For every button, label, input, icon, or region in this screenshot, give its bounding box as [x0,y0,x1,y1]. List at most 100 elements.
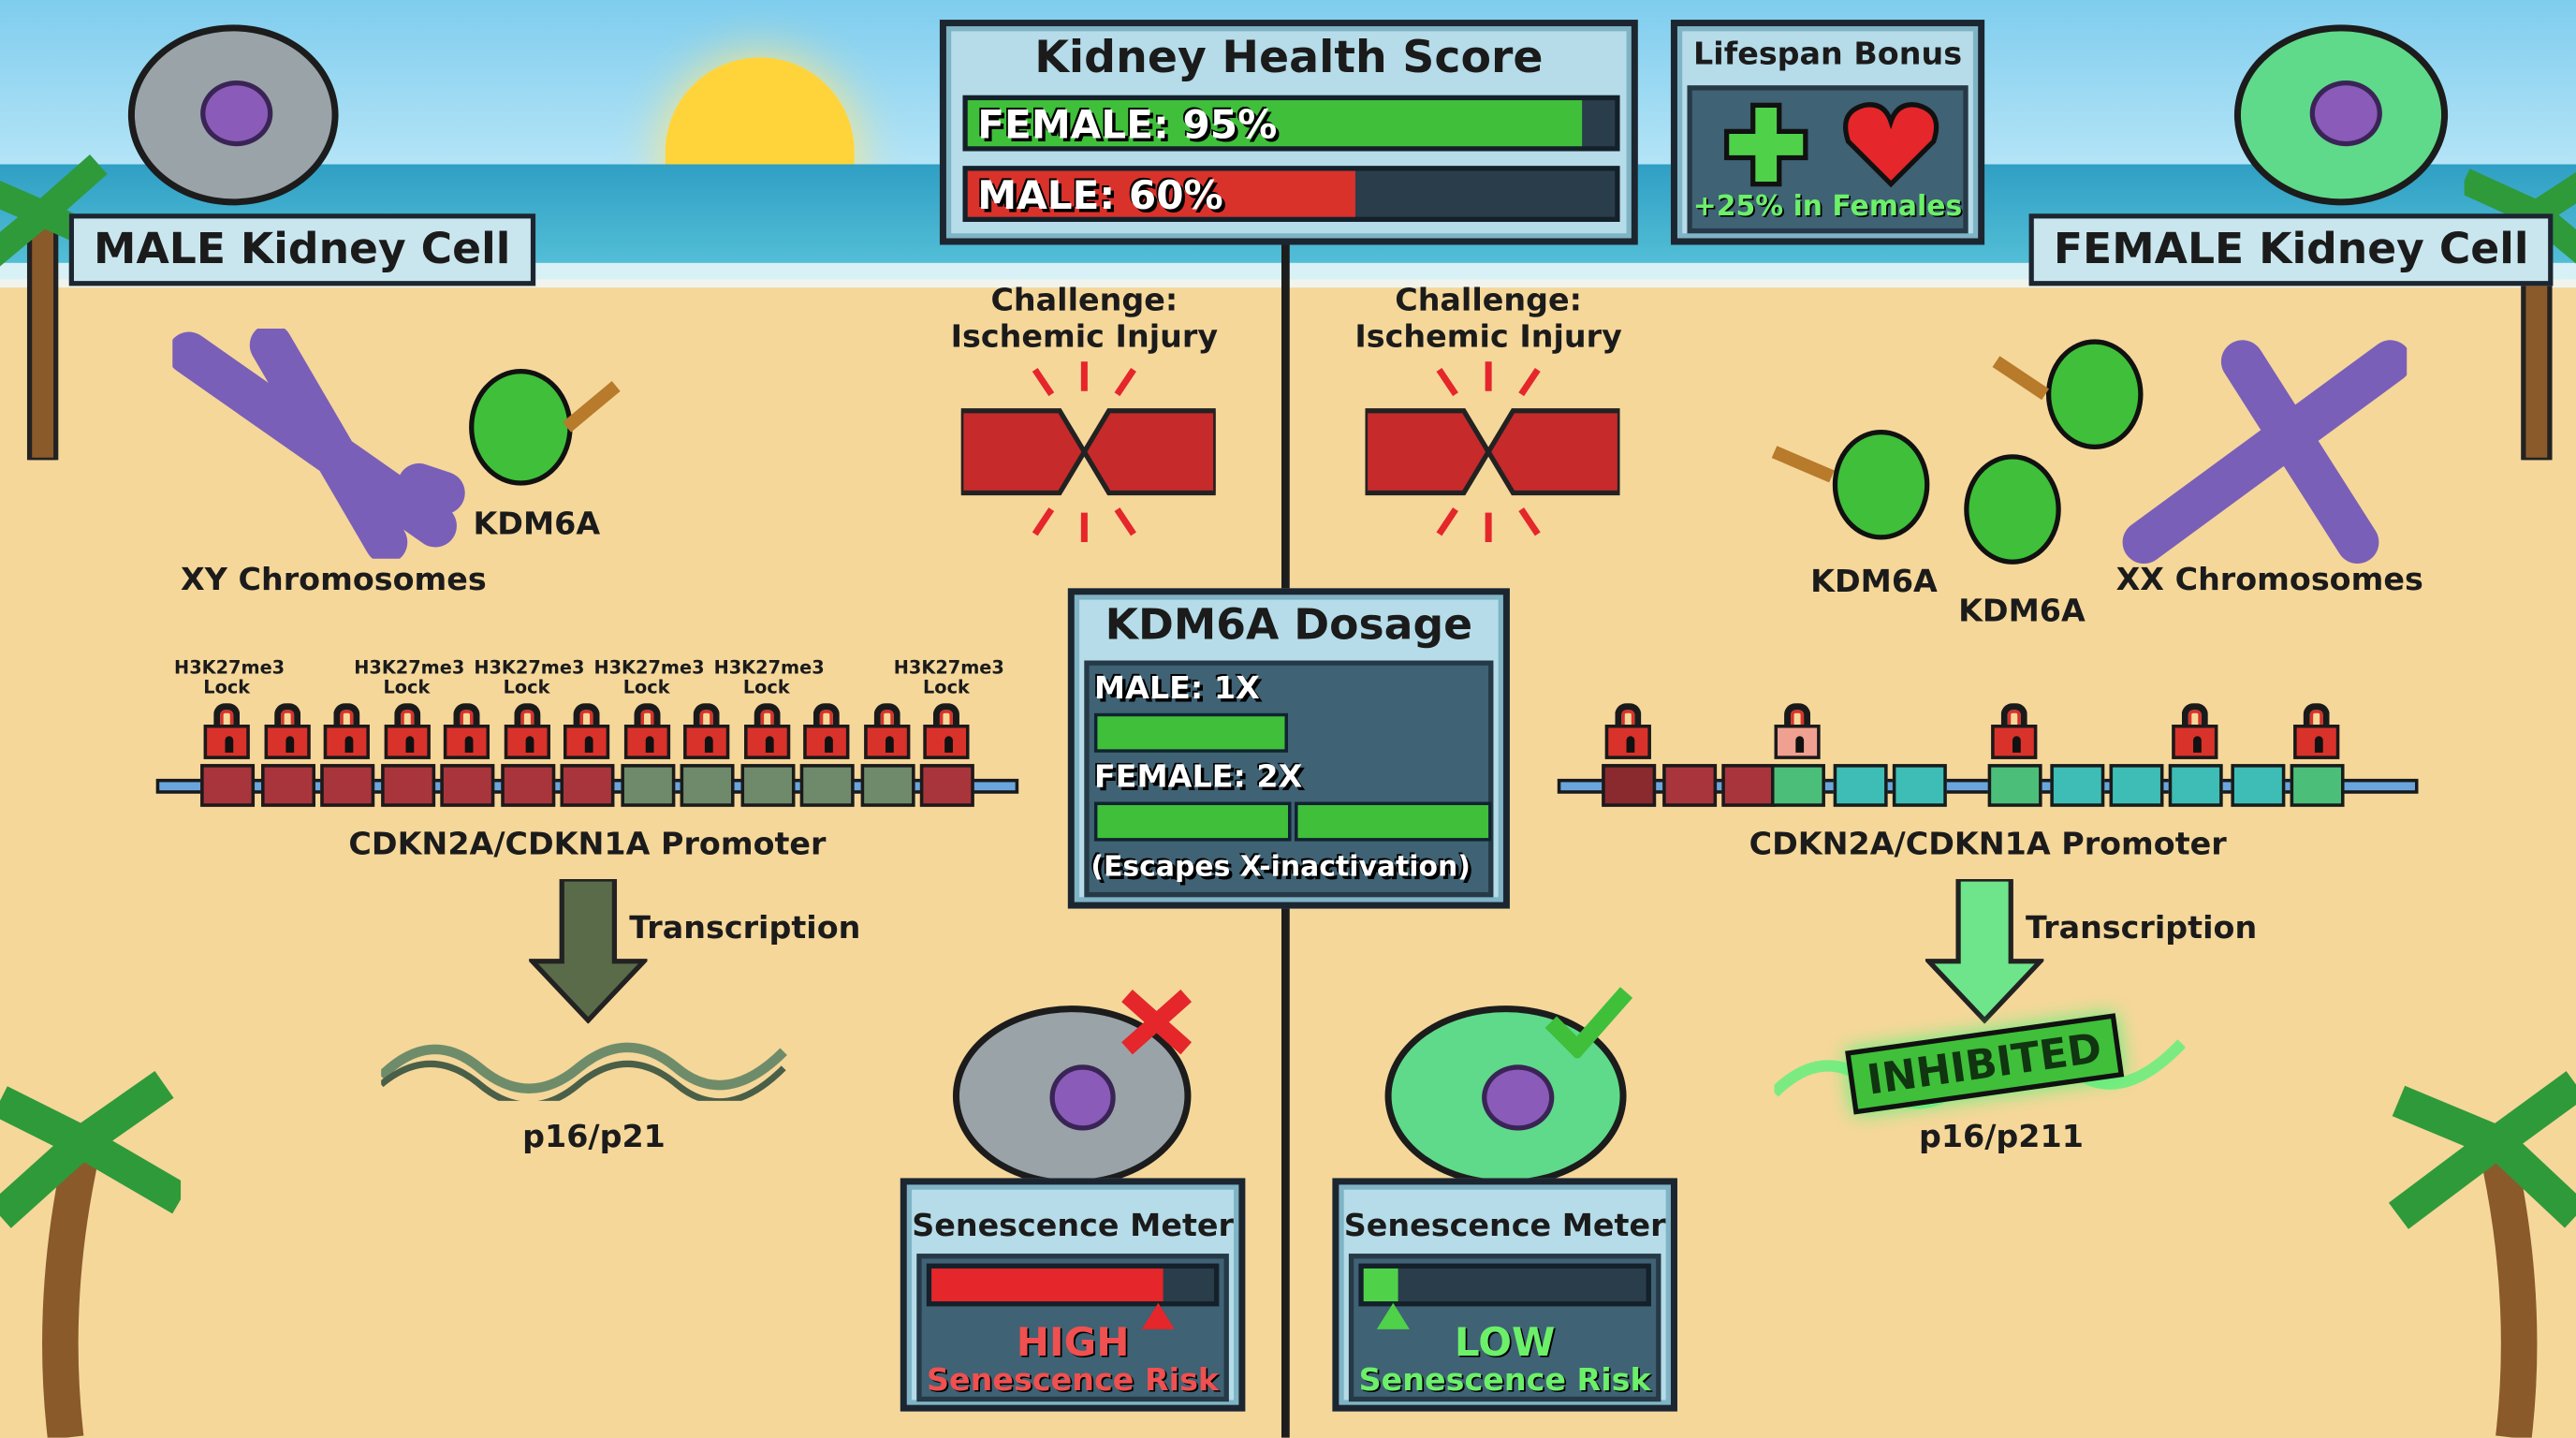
panel-title: Kidney Health Score [1034,33,1544,84]
lock-label-line: Lock [203,677,251,698]
male-promoter-label: CDKN2A/CDKN1A Promoter [348,826,827,863]
female-health-bar: FEMALE: 95% [962,95,1620,152]
promoter-segment [380,764,435,807]
female-cell-label: FEMALE Kidney Cell [2028,213,2554,286]
promoter-segment [1987,764,2042,807]
challenge-line: Ischemic Injury [1354,318,1622,356]
lock-label-line: Lock [383,677,431,698]
female-dosage-unit [1295,801,1492,842]
promoter-segment [1892,764,1947,807]
injured-vessel-icon [960,361,1216,543]
male-gene-label: p16/p21 [522,1119,666,1155]
injured-vessel-icon [1365,361,1620,543]
lock-label-line: H3K27me3 [593,657,705,679]
promoter-segment [2050,764,2105,807]
promoter-segment [1662,764,1718,807]
plus-icon [1723,102,1808,187]
kdm6a-enzyme-icon [1832,429,1930,540]
promoter-segment [2290,764,2345,807]
kdm6a-dosage-panel: KDM6A Dosage MALE: 1X FEMALE: 2X (Escape… [1067,588,1510,909]
panel-title: KDM6A Dosage [1105,601,1473,652]
kidney-health-score-panel: Kidney Health Score FEMALE: 95% MALE: 60… [939,20,1638,245]
male-transcription-arrow-icon [529,878,648,1024]
dosage-note: (Escapes X-inactivation) [1090,851,1471,885]
senescence-level: HIGH [1016,1319,1130,1366]
promoter-segment [1602,764,1657,807]
promoter-segment [500,764,555,807]
male-dosage-unit [1093,712,1288,753]
lock-icon [203,703,250,759]
lock-icon [563,703,610,759]
meter-title: Senescence Meter [912,1207,1234,1244]
lock-label-line: Lock [622,677,670,698]
promoter-segment [2231,764,2286,807]
female-kdm6a-label-2: KDM6A [1958,593,2086,630]
promoter-segment [320,764,375,807]
lock-icon [263,703,310,759]
promoter-segment [919,764,974,807]
palm-tree-icon [0,1070,182,1438]
female-kdm6a-label-1: KDM6A [1810,563,1938,600]
lock-icon [1774,703,1821,759]
lock-icon [2293,703,2340,759]
male-kidney-cell-icon [127,24,339,206]
kdm6a-enzyme-icon [2045,339,2144,450]
promoter-segment [440,764,495,807]
lock-icon [683,703,730,759]
challenge-line: Ischemic Injury [950,318,1219,356]
lock-icon [863,703,910,759]
heart-icon [1843,102,1939,188]
dosage-body [1084,660,1494,898]
lock-icon [503,703,550,759]
male-health-label: MALE: 60% [977,172,1223,219]
meter-title: Senescence Meter [1343,1207,1666,1244]
promoter-segment [2109,764,2164,807]
male-challenge-label: Challenge: Ischemic Injury [920,283,1249,355]
promoter-segment [680,764,735,807]
male-transcription-label: Transcription [629,910,861,946]
promoter-segment [620,764,675,807]
promoter-segment [859,764,915,807]
check-mark-icon [1544,987,1633,1059]
lock-label-line: Lock [923,677,970,698]
lock-label-line: H3K27me3 [713,657,825,679]
female-promoter-label: CDKN2A/CDKN1A Promoter [1749,826,2227,863]
xx-chromosome-icon [1771,339,2408,565]
meter-pointer-icon [1141,1302,1175,1329]
female-transcription-arrow-icon [1925,878,2044,1024]
wrench-icon [563,381,621,433]
female-gene-label: p16/p211 [1918,1119,2084,1155]
senescence-level: LOW [1454,1319,1556,1366]
lock-icon [323,703,370,759]
lock-icon [623,703,670,759]
palm-tree-icon [2464,169,2576,461]
male-senescence-meter: Senescence Meter HIGH Senescence Risk [900,1178,1246,1412]
male-dosage-label: MALE: 1X [1093,670,1260,707]
lifespan-bonus-panel: Lifespan Bonus +25% in Females [1670,20,1985,245]
female-transcription-label: Transcription [2026,910,2258,946]
promoter-segment [739,764,795,807]
female-health-fill [967,100,1583,147]
bonus-text: +25% in Females [1692,190,1963,224]
senescence-risk: Senescence Risk [1358,1361,1651,1399]
lock-label-line: Lock [503,677,550,698]
lock-icon [443,703,490,759]
promoter-segment [1833,764,1888,807]
lock-icon [1604,703,1651,759]
male-health-bar: MALE: 60% [962,166,1620,222]
xy-chromosome-icon [172,329,621,559]
lock-icon [743,703,790,759]
senescence-bar [1358,1263,1651,1307]
promoter-segment [1721,764,1777,807]
promoter-segment [560,764,615,807]
x-mark-icon [1121,990,1193,1055]
challenge-line: Challenge: [1395,282,1582,319]
male-health-fill [967,170,1356,217]
